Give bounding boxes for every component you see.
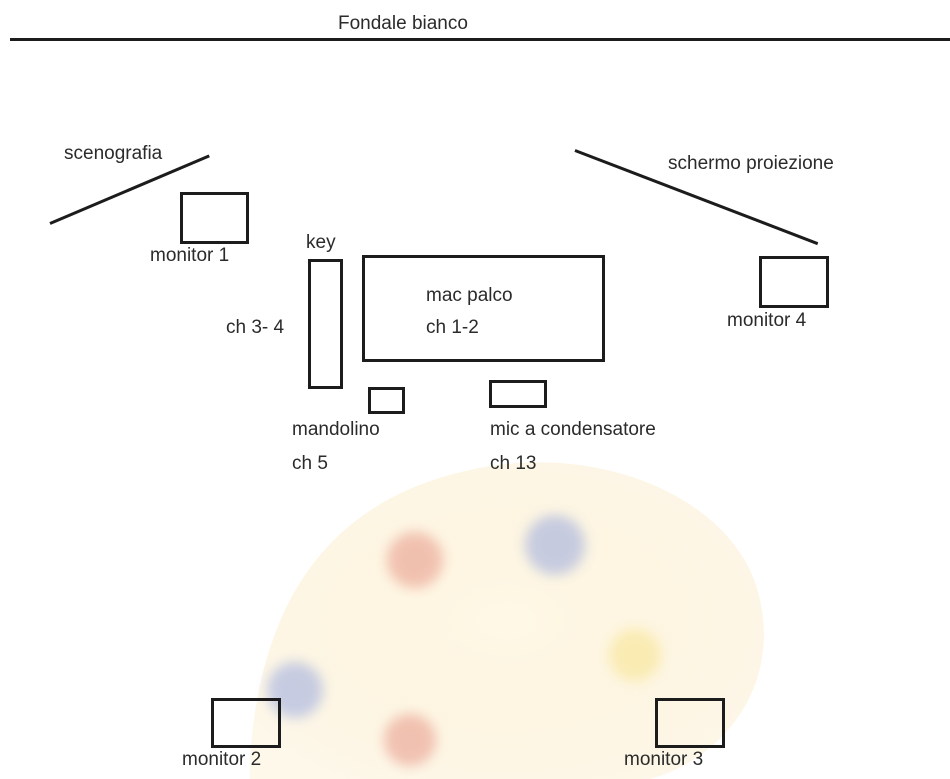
mac-palco-label: mac palco [426, 285, 513, 306]
mandolino-label: mandolino [292, 419, 380, 440]
mic-channel: ch 13 [490, 453, 537, 474]
scenografia-label: scenografia [64, 143, 163, 164]
backdrop-label: Fondale bianco [338, 13, 468, 34]
monitor-3-label: monitor 3 [624, 749, 704, 770]
mac-palco-channels: ch 1-2 [426, 317, 479, 338]
backdrop-line [10, 38, 950, 41]
monitor-3-box [655, 698, 725, 748]
mac-palco-box [362, 255, 605, 362]
key-label: key [306, 232, 336, 253]
monitor-2-label: monitor 2 [182, 749, 262, 770]
monitor-4-box [759, 256, 829, 308]
key-box [308, 259, 343, 389]
key-channels-label: ch 3- 4 [226, 317, 285, 338]
mic-box [489, 380, 547, 408]
mandolino-box [368, 387, 405, 414]
monitor-1-label: monitor 1 [150, 245, 230, 266]
projection-screen-label: schermo proiezione [668, 153, 834, 174]
monitor-4-label: monitor 4 [727, 310, 807, 331]
mic-label: mic a condensatore [490, 419, 656, 440]
mandolino-channel: ch 5 [292, 453, 328, 474]
monitor-1-box [180, 192, 249, 244]
monitor-2-box [211, 698, 281, 748]
